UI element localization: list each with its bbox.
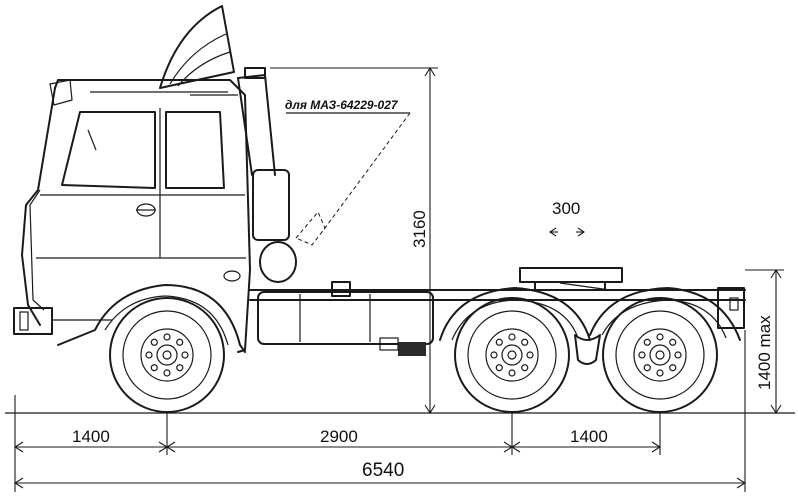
wheel-bolt: [521, 364, 529, 372]
exhaust-stack: [237, 67, 297, 283]
wheel-bolt: [163, 333, 171, 341]
rear-wheel-1: [454, 297, 570, 413]
chassis-frame: [249, 287, 746, 329]
wheel-bolts: [145, 333, 682, 377]
wheel-bolt: [490, 351, 498, 359]
fifth-wheel: [519, 267, 623, 291]
wheel-bolt: [181, 351, 189, 359]
wheel-bolt: [176, 364, 184, 372]
wheelbase-1-label: 2900: [320, 427, 358, 446]
wheel-bolt: [150, 364, 158, 372]
rear-fender-2: [589, 287, 741, 341]
wheel-bolt: [656, 369, 664, 377]
wheel-bolt: [669, 338, 677, 346]
fifth-wheel-offset-label: 300: [552, 199, 580, 218]
fifth-wheel-offset-dimension: [549, 227, 585, 237]
height-label: 3160: [410, 210, 429, 248]
wind-deflector: [159, 5, 235, 89]
frame-height-label: 1400 max: [755, 315, 774, 390]
wheel-bolt: [643, 364, 651, 372]
length-dimensions: [13, 441, 747, 489]
front-bumper: [13, 307, 112, 335]
wheel-bolt: [521, 338, 529, 346]
rear-suspension: [574, 334, 601, 365]
wheel-bolt: [526, 351, 534, 359]
wheel-bolt: [150, 338, 158, 346]
rear-fender-1: [439, 287, 591, 341]
wheel-bolt: [638, 351, 646, 359]
wheel-bolt: [495, 338, 503, 346]
wheel-bolt: [508, 369, 516, 377]
wheel-bolt: [643, 338, 651, 346]
front-fender: [57, 284, 246, 353]
cab-door-window-left: [61, 111, 156, 189]
truck-cab: [21, 79, 251, 353]
optional-tank-outline: [295, 211, 326, 246]
frame-height-dimension: [745, 268, 784, 415]
wheel-bolt: [176, 338, 184, 346]
rear-wheel-2: [602, 297, 718, 413]
height-dimension: [270, 66, 438, 415]
wheel-bolt: [145, 351, 153, 359]
fuel-tank: [257, 281, 434, 356]
wheel-bolt: [495, 364, 503, 372]
wheelbase-2-label: 1400: [570, 427, 608, 446]
air-filter: [259, 241, 297, 283]
front-overhang-label: 1400: [72, 427, 110, 446]
wheel-bolt: [669, 364, 677, 372]
model-note: для МАЗ-64229-027: [285, 98, 399, 112]
wheel-bolt: [656, 333, 664, 341]
total-length-label: 6540: [362, 460, 404, 481]
cab-door-window-right: [165, 111, 225, 189]
wheel-bolt: [508, 333, 516, 341]
wheel-bolt: [163, 369, 171, 377]
note-leader: [286, 112, 411, 233]
front-wheel: [109, 297, 225, 413]
wheel-bolt: [674, 351, 682, 359]
extension-lines: [14, 330, 746, 492]
